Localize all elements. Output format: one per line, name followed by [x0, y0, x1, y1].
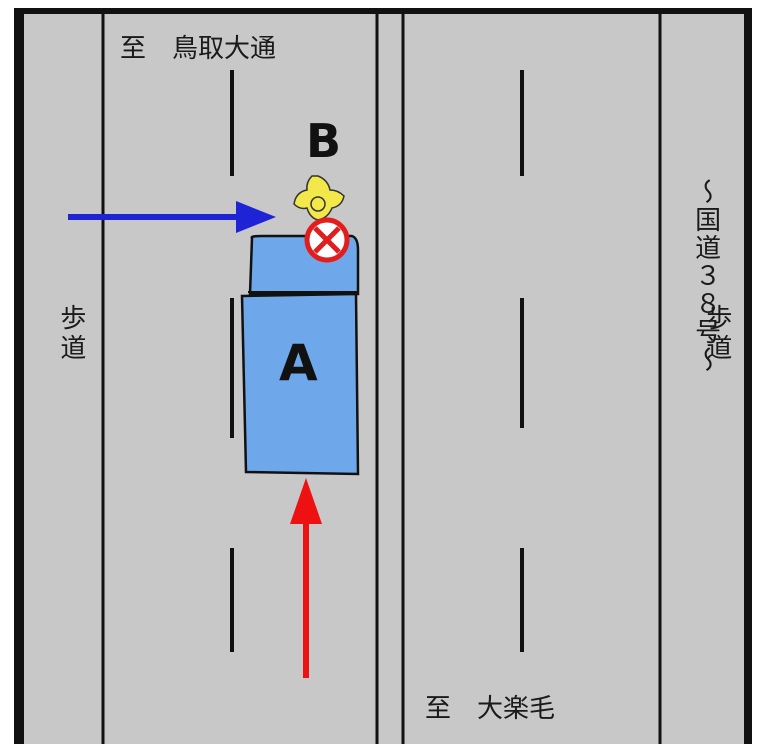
sidewalk-right-label: 歩道	[686, 304, 746, 364]
route-name-text: ～国道３８号～	[690, 178, 721, 374]
outer-frame-left	[14, 8, 24, 744]
south-destination-label: 至 大楽毛	[425, 694, 556, 724]
sidewalk-left-text: 歩道	[55, 304, 86, 364]
road-surface	[14, 10, 750, 744]
outer-frame-top	[14, 8, 750, 14]
bicycle-rider-icon	[293, 175, 345, 221]
outer-frame-right	[744, 8, 752, 744]
vehicle-a-label: A	[279, 334, 318, 392]
route-name-label: ～国道３８号～	[600, 178, 758, 374]
sidewalk-left-label: 歩道	[40, 304, 100, 364]
arrow-vehicle-a	[290, 478, 322, 678]
arrow-bicycle-b	[68, 201, 276, 233]
vehicle-b-label: B	[306, 114, 342, 168]
collision-mark-icon	[304, 217, 350, 263]
vehicle-a-body	[240, 292, 360, 476]
north-destination-label: 至 鳥取大通	[120, 34, 277, 64]
sidewalk-right-text: 歩道	[701, 304, 732, 364]
